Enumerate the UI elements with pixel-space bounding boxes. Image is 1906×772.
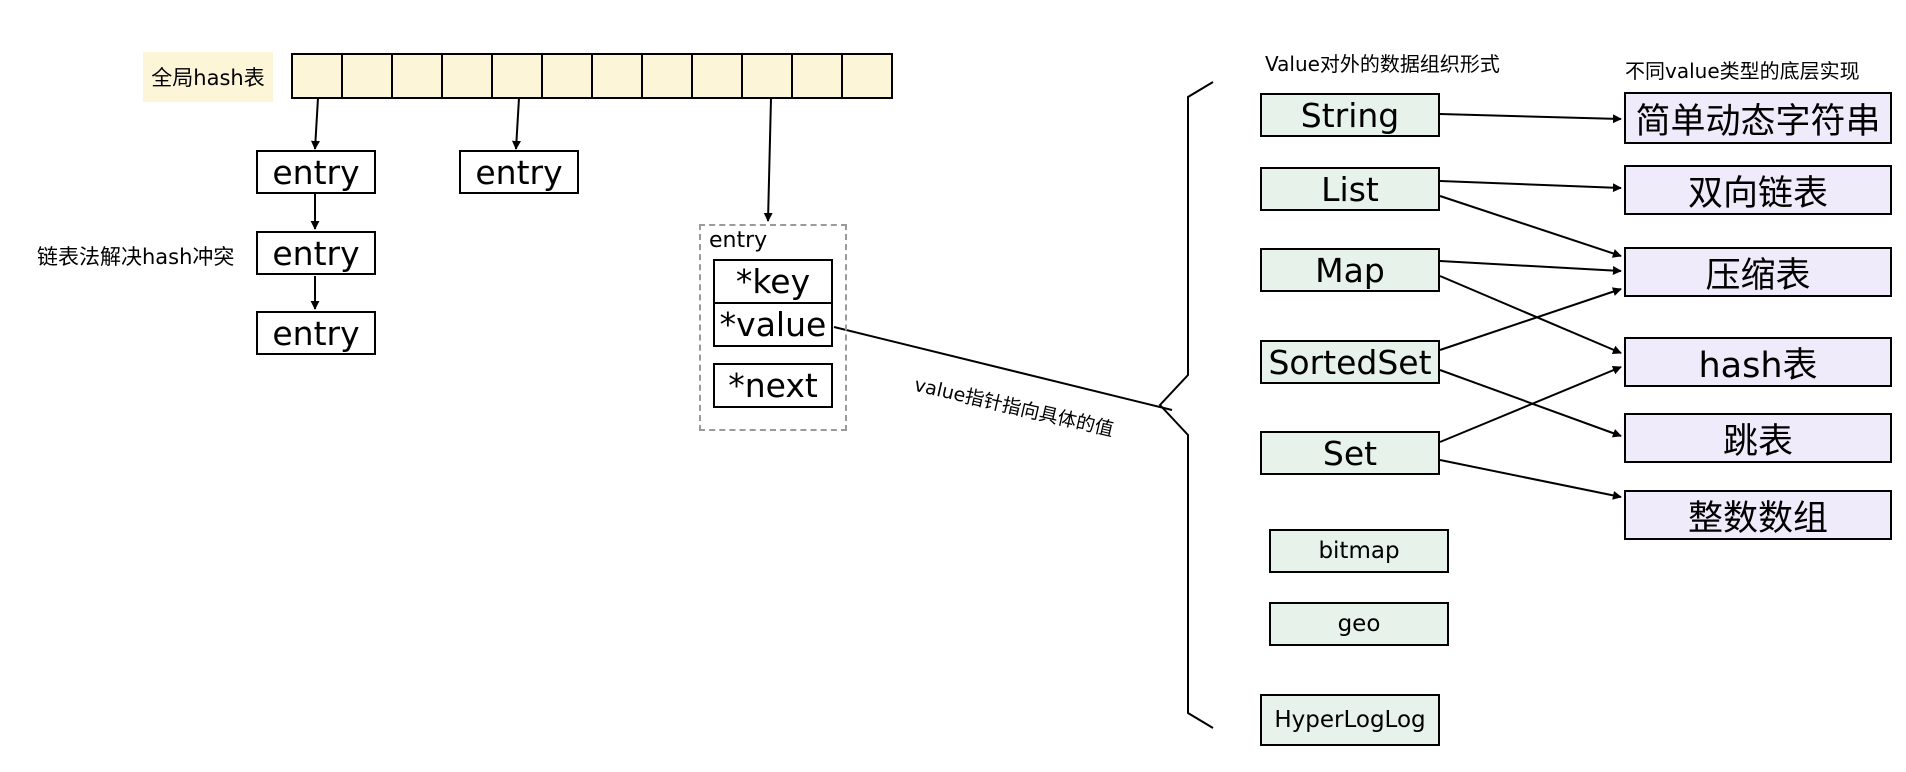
hash-table-bucket xyxy=(641,53,693,99)
global-hash-table-label: 全局hash表 xyxy=(143,52,273,102)
value-type-sortedset: SortedSet xyxy=(1260,340,1440,384)
value-type-bitmap: bitmap xyxy=(1269,529,1449,573)
hash-table-bucket xyxy=(291,53,343,99)
value-type-map: Map xyxy=(1260,248,1440,292)
impl-simple-dynamic-string: 简单动态字符串 xyxy=(1624,92,1892,144)
arrow-set-intset xyxy=(1439,459,1622,500)
arrow-cell-to-entry-detail xyxy=(763,97,773,222)
arrow-sortedset-ziplist xyxy=(1439,287,1622,351)
implementations-header: 不同value类型的底层实现 xyxy=(1625,59,1860,83)
arrow-list-linkedlist xyxy=(1439,180,1622,193)
global-hash-table xyxy=(291,53,897,99)
entry-detail-title: entry xyxy=(709,228,768,253)
value-type-string: String xyxy=(1260,93,1440,137)
entry-key-field: *key xyxy=(713,259,833,304)
arrow-string-sds xyxy=(1439,113,1622,124)
hash-table-bucket xyxy=(391,53,443,99)
arrow-map-ziplist xyxy=(1439,260,1622,276)
hash-table-bucket xyxy=(591,53,643,99)
hash-table-bucket xyxy=(691,53,743,99)
entry-detail-container: entry xyxy=(699,224,847,431)
impl-doubly-linked-list: 双向链表 xyxy=(1624,165,1892,215)
entry-node: entry xyxy=(256,231,376,275)
impl-integer-array: 整数数组 xyxy=(1624,490,1892,540)
arrow-cell-to-entry-1 xyxy=(310,97,320,150)
hash-table-bucket xyxy=(541,53,593,99)
hash-table-bucket xyxy=(841,53,893,99)
hash-table-bucket xyxy=(441,53,493,99)
global-hash-table-label-text: 全局hash表 xyxy=(151,66,265,90)
entry-next-field: *next xyxy=(713,363,833,408)
value-type-set: Set xyxy=(1260,431,1440,475)
value-types-header: Value对外的数据组织形式 xyxy=(1265,52,1500,76)
value-type-hyperloglog: HyperLogLog xyxy=(1260,694,1440,746)
arrow-list-ziplist xyxy=(1439,195,1622,258)
hash-table-bucket xyxy=(791,53,843,99)
entry-node: entry xyxy=(256,311,376,355)
entry-node: entry xyxy=(459,150,579,194)
value-type-list: List xyxy=(1260,167,1440,211)
impl-skiplist: 跳表 xyxy=(1624,413,1892,463)
hash-table-bucket xyxy=(741,53,793,99)
impl-ziplist: 压缩表 xyxy=(1624,247,1892,297)
value-pointer-line xyxy=(833,326,1173,411)
hash-table-bucket xyxy=(341,53,393,99)
value-types-brace xyxy=(1158,81,1214,729)
collision-label: 链表法解决hash冲突 xyxy=(37,245,235,269)
hash-table-bucket xyxy=(491,53,543,99)
arrow-sortedset-skiplist xyxy=(1439,369,1622,438)
entry-value-field: *value xyxy=(713,302,833,347)
arrow-cell-to-entry-2 xyxy=(511,97,521,150)
arrow-set-hashtable xyxy=(1439,365,1622,443)
impl-hash-table: hash表 xyxy=(1624,337,1892,387)
entry-node: entry xyxy=(256,150,376,194)
arrow-map-hashtable xyxy=(1439,275,1622,354)
value-type-geo: geo xyxy=(1269,602,1449,646)
